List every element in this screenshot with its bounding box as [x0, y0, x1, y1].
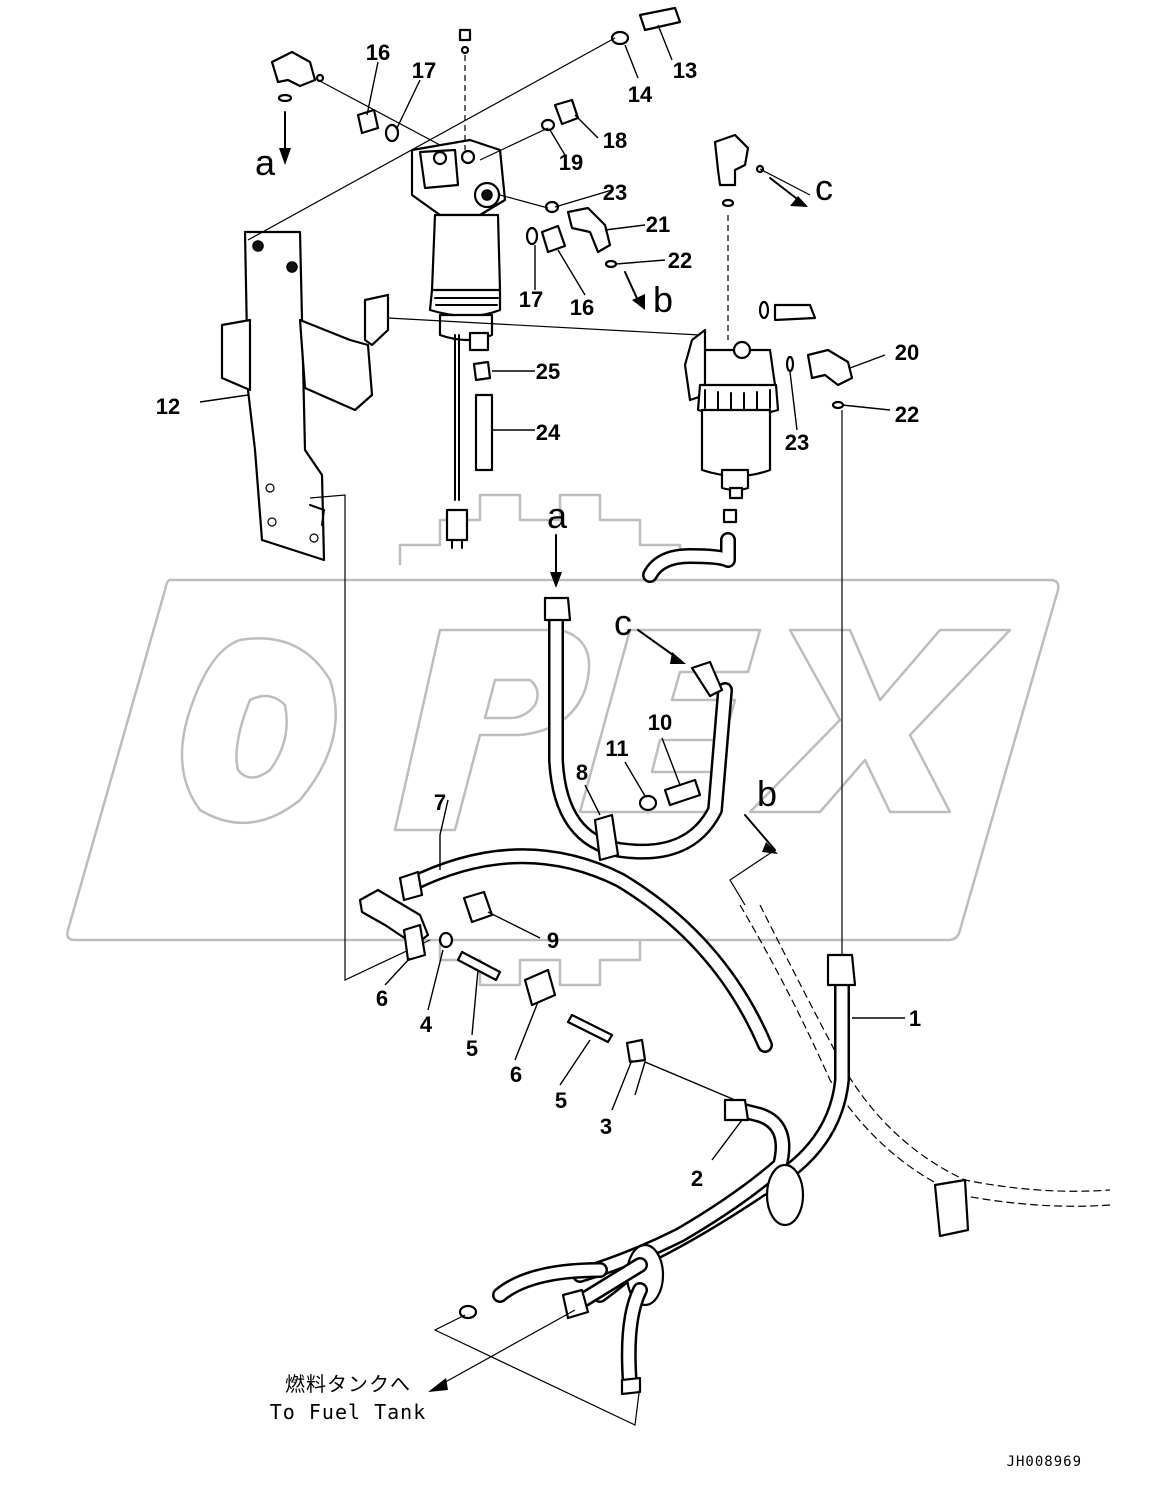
label-part-8: 6 [376, 986, 388, 1011]
small-fittings [270, 6, 854, 472]
label-part-12: 11 [605, 736, 628, 761]
label-part-24: 24 [536, 420, 561, 445]
fuel-hoses [358, 596, 1111, 1396]
part-number-labels: 16 17 13 14 18 19 23 21 22 17 16 20 22 2… [156, 40, 921, 1191]
label-part-15: 14 [628, 82, 653, 107]
label-part-6: 6 [510, 1062, 522, 1087]
label-part-16-lower: 16 [570, 295, 594, 320]
label-part-1: 1 [909, 1006, 921, 1031]
label-part-17-lower: 17 [519, 287, 543, 312]
mounting-bracket [220, 230, 390, 562]
caption-english: To Fuel Tank [270, 1400, 427, 1424]
label-part-23: 23 [603, 180, 627, 205]
label-part-23-right: 23 [785, 430, 809, 455]
small-parts-lower [438, 778, 702, 1064]
flow-arrows [279, 111, 808, 854]
label-part-13: 12 [156, 394, 180, 419]
label-part-5-lower: 5 [555, 1088, 567, 1113]
letter-a-bottom: a [547, 495, 568, 536]
label-part-5: 5 [466, 1036, 478, 1061]
label-part-18: 18 [603, 128, 627, 153]
label-part-21: 21 [646, 212, 670, 237]
label-part-25: 25 [536, 359, 560, 384]
letter-b-bottom: b [757, 773, 777, 814]
label-part-11: 10 [648, 710, 672, 735]
label-part-22-right: 22 [895, 402, 919, 427]
label-part-3: 3 [600, 1114, 612, 1139]
label-part-22: 22 [668, 248, 692, 273]
label-part-4: 4 [420, 1012, 433, 1037]
label-part-20: 20 [895, 340, 919, 365]
label-part-14: 13 [673, 58, 697, 83]
label-part-19: 19 [559, 150, 583, 175]
letter-c-top: c [815, 167, 833, 208]
label-part-10: 9 [547, 928, 559, 953]
letter-c-bottom: c [614, 602, 632, 643]
caption-japanese: 燃料タンクへ [285, 1372, 411, 1396]
label-part-16: 16 [366, 40, 390, 65]
secondary-fuel-filter [642, 215, 780, 583]
assembly-lines-top [247, 37, 843, 981]
letter-a-top: a [255, 142, 276, 183]
label-part-7: 7 [434, 790, 446, 815]
letter-b-top: b [653, 279, 673, 320]
label-part-2: 2 [691, 1166, 703, 1191]
connection-letters: a c b a c b [255, 142, 833, 814]
label-part-9: 8 [576, 760, 588, 785]
label-part-17: 17 [412, 58, 436, 83]
document-id: JH008969 [1007, 1454, 1082, 1470]
fuel-tank-caption: 燃料タンクへ To Fuel Tank [270, 1372, 427, 1424]
leader-lines [199, 24, 905, 1426]
